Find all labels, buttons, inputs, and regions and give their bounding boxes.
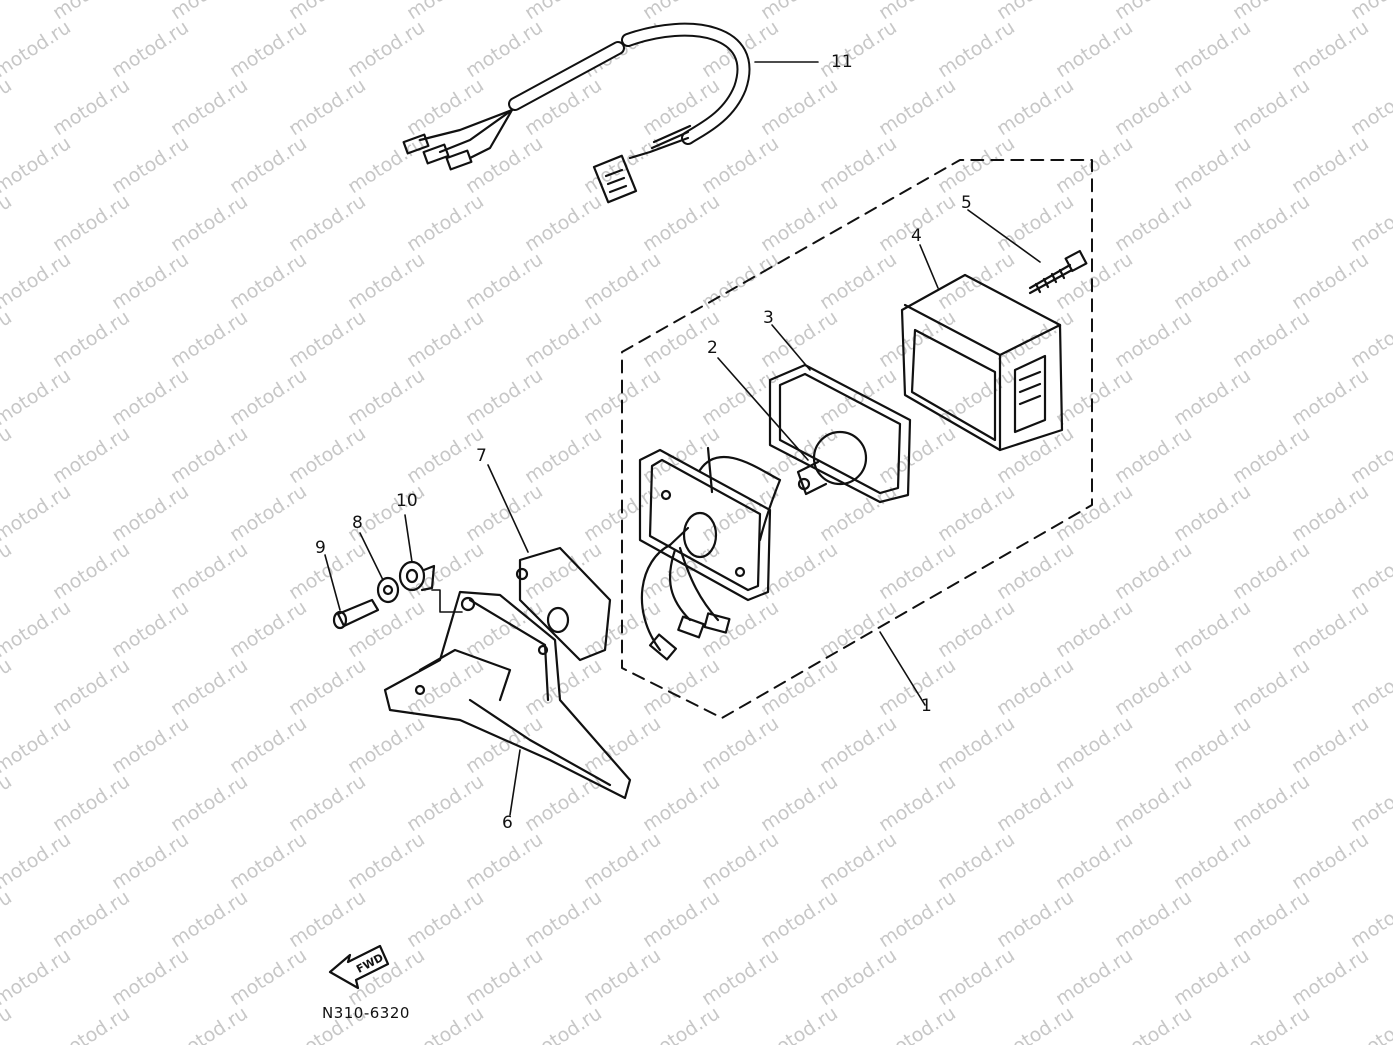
label-part-5: 5 (961, 193, 972, 213)
label-part-8: 8 (352, 513, 363, 533)
lens-gasket (768, 363, 912, 504)
label-part-6: 6 (502, 813, 513, 833)
label-part-1: 1 (921, 696, 932, 716)
tail-bracket (383, 590, 632, 800)
collar (398, 560, 436, 592)
tail-lens (900, 273, 1064, 452)
wire-harness (402, 22, 751, 204)
leader-lines (324, 61, 1041, 816)
label-part-10: 10 (396, 491, 418, 511)
label-part-9: 9 (315, 538, 326, 558)
bolt (332, 598, 380, 630)
bulb (796, 430, 868, 496)
mount-plate (515, 546, 612, 662)
fwd-arrow-icon (328, 944, 390, 990)
assembly-boundary (621, 159, 1093, 719)
label-part-7: 7 (476, 446, 487, 466)
lens-screw (1028, 249, 1088, 295)
label-part-2: 2 (707, 338, 718, 358)
label-part-11: 11 (831, 52, 853, 72)
washer (376, 576, 400, 604)
drawing-code: N310-6320 (322, 1004, 410, 1022)
label-part-4: 4 (911, 226, 922, 246)
label-part-3: 3 (763, 308, 774, 328)
lamp-housing (638, 446, 782, 661)
